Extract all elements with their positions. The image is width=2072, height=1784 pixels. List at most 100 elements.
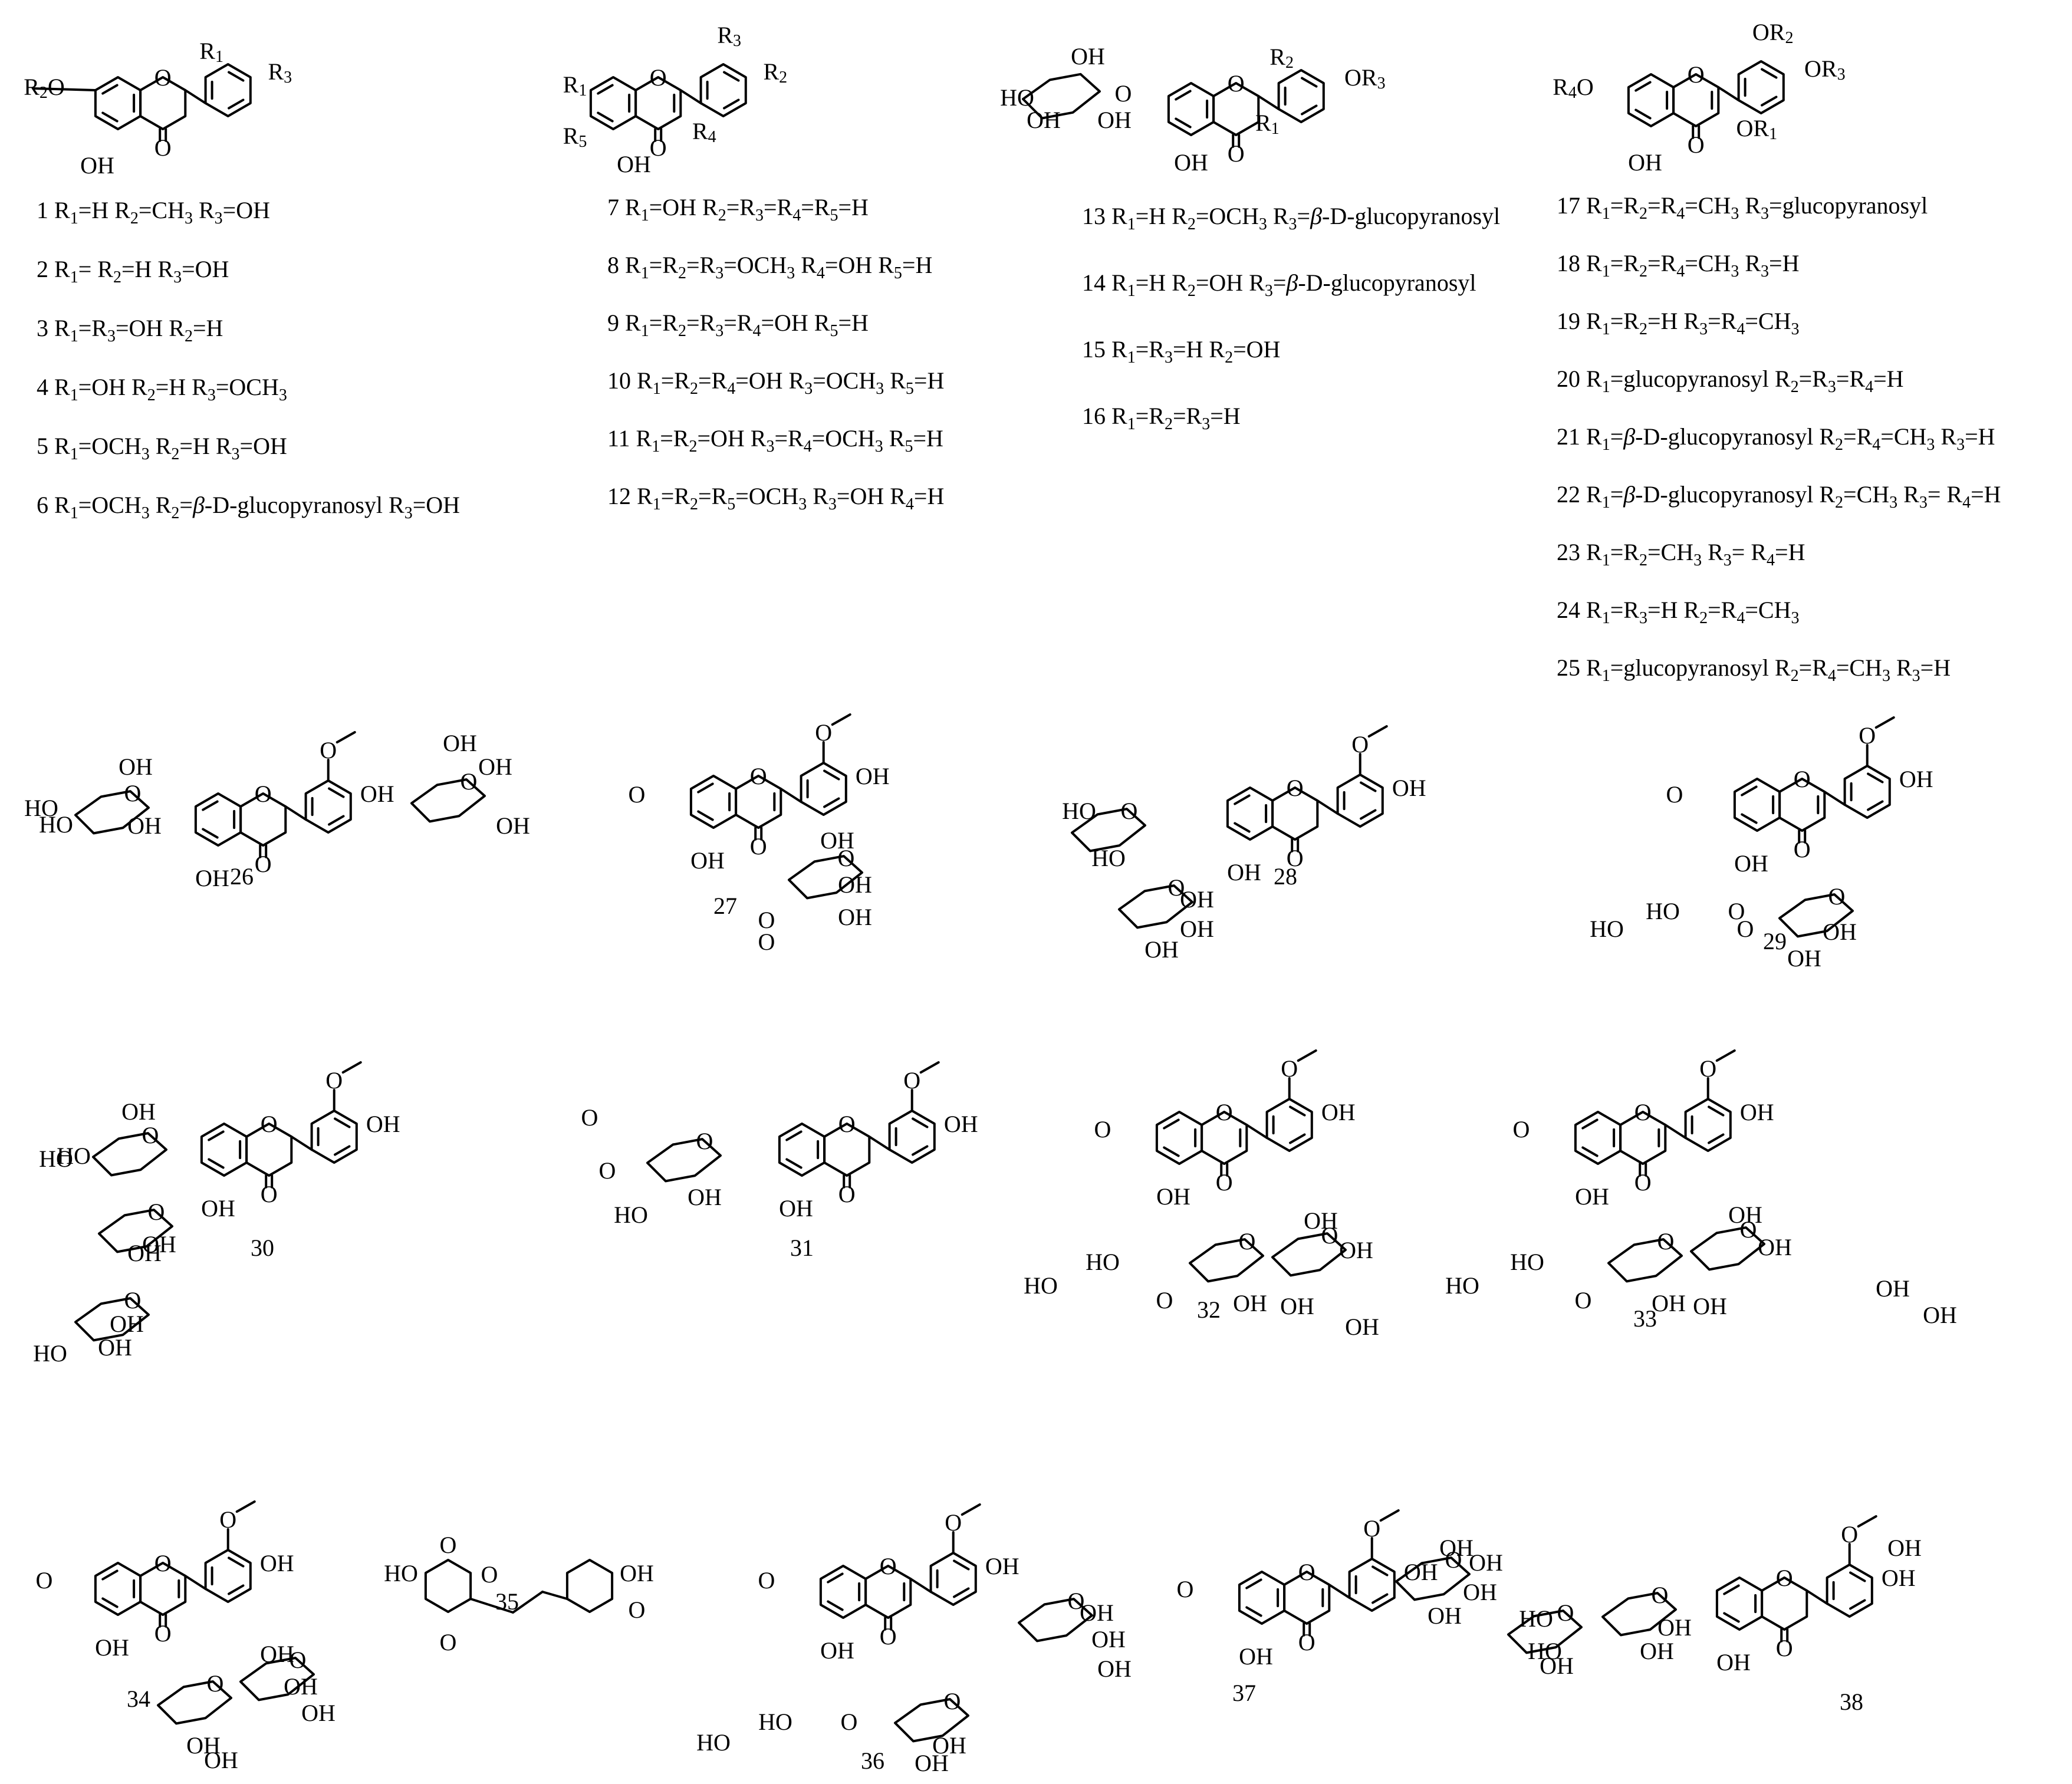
compound-number: 13 — [1082, 203, 1106, 229]
hydroxyl-label: OH — [121, 1098, 156, 1125]
hydroxyl-5: OH — [1227, 859, 1261, 886]
ring-oxygen: O — [142, 1122, 159, 1148]
methoxy-oxygen: O — [758, 1567, 775, 1594]
ring-b-link — [184, 1575, 207, 1591]
ring-oxygen: O — [255, 781, 272, 807]
substituent-entry: 14 R1​=H R2​=OH R3​=β-D-glucopyranosyl — [1082, 269, 1476, 300]
double-bond — [334, 1145, 351, 1156]
double-bond — [1581, 1118, 1599, 1130]
ring-b-link — [290, 1135, 313, 1151]
methoxy-oxygen: O — [1177, 1576, 1194, 1602]
hydroxyl-4prime: OH — [366, 1111, 400, 1137]
compound-number: 35 — [495, 1588, 519, 1615]
compound-number: 3 — [37, 315, 48, 341]
hydroxyl-label: OH — [98, 1334, 132, 1361]
double-bond — [1372, 1593, 1389, 1604]
double-bond — [912, 1117, 929, 1128]
double-bond — [228, 98, 245, 110]
r3-label: R3​ — [717, 22, 741, 50]
hydroxyl-4prime: OH — [260, 1550, 294, 1576]
sugar-ring — [1189, 1238, 1264, 1283]
hydroxyl-label: OH — [915, 1750, 949, 1776]
ring-oxygen: O — [880, 1553, 897, 1579]
propyl-bond — [469, 1598, 514, 1614]
sugar-ring — [74, 790, 150, 835]
double-bond — [334, 1117, 351, 1128]
hydroxyl-label: OH — [1728, 1202, 1762, 1228]
double-bond — [697, 782, 714, 794]
ring-oxygen: O — [1321, 1222, 1338, 1249]
hydroxyl-label: OH — [1097, 1655, 1132, 1682]
sugar-ring — [74, 1297, 150, 1342]
ring-oxygen: O — [1557, 1599, 1574, 1626]
substituent-entry: 12 R1​=R2​=R5​=OCH3​ R3​=OH R4​=H — [607, 483, 944, 514]
substituent-entry: 15 R1​=R3​=H R2​=OH — [1082, 336, 1280, 367]
compound-number: 22 — [1557, 481, 1580, 508]
substituent-entry: 22 R1​=β-D-glucopyranosyl R2​=CH3​ R3​= … — [1557, 481, 2001, 512]
double-bond — [1708, 1133, 1725, 1144]
or3-label: OR3​ — [1344, 64, 1386, 93]
substituent-entry: 8 R1​=R2​=R3​=OCH3​ R4​=OH R5​=H — [607, 252, 932, 282]
or1-label: OR1​ — [1736, 115, 1778, 143]
carbonyl-oxygen: O — [750, 832, 767, 859]
double-bond — [827, 1572, 844, 1584]
carbonyl-oxygen: O — [650, 134, 667, 160]
compound-number: 15 — [1082, 336, 1106, 363]
carbonyl-oxygen: O — [154, 1620, 172, 1646]
hydroxyl-label: OH — [1180, 916, 1214, 942]
compound-number: 17 — [1557, 192, 1580, 219]
carbonyl-oxygen: O — [1216, 1169, 1233, 1195]
hydroxyl-label: OH — [838, 871, 872, 898]
substituent-entry: 11 R1​=R2​=OH R3​=R4​=OCH3​ R5​=H — [607, 425, 943, 456]
compound-number: 6 — [37, 492, 48, 518]
hydroxyl-label: HO — [24, 795, 58, 821]
ring-oxygen: O — [1652, 1582, 1669, 1608]
carbonyl-oxygen: O — [154, 134, 172, 160]
double-bond — [1741, 785, 1758, 796]
sugar-ring — [1118, 884, 1193, 929]
sugar-ring — [1022, 73, 1101, 120]
scaffold-c-substituent-table: 13 R1​=H R2​=OCH3​ R3​=β-D-glucopyranosy… — [1082, 203, 1500, 433]
hydroxyl-label: OH — [1693, 1293, 1727, 1319]
carbonyl-oxygen: O — [838, 1180, 856, 1207]
double-bond — [1849, 1571, 1866, 1582]
ring-b — [565, 1559, 614, 1613]
hydroxyl-label: OH — [186, 1732, 221, 1759]
sugar-ring — [92, 1132, 167, 1177]
ring-a — [424, 1559, 472, 1613]
or3-label: OR3​ — [1804, 55, 1846, 84]
sugar-ring — [1018, 1598, 1093, 1643]
sugar-ring — [1271, 1232, 1347, 1277]
hydroxyl-label: OH — [1174, 149, 1208, 176]
sugar-ring — [1607, 1238, 1683, 1283]
glycosidic-oxygen: O — [1115, 80, 1132, 107]
sugar-ring — [1507, 1609, 1583, 1654]
methoxy-oxygen: O — [629, 1597, 646, 1623]
hydroxyl-4prime: OH — [944, 1111, 978, 1137]
compound-number: 32 — [1197, 1296, 1221, 1323]
substituent-entry: 10 R1​=R2​=R4​=OH R3​=OCH3​ R5​=H — [607, 367, 944, 398]
compound-number: 8 — [607, 252, 619, 278]
hydroxyl-label: OH — [127, 1240, 162, 1266]
compound-number: 34 — [127, 1686, 150, 1712]
sugar-ring — [98, 1209, 173, 1253]
ring-b-link — [1316, 799, 1339, 815]
hydroxyl-label: OH — [496, 812, 530, 839]
ring-oxygen: O — [696, 1128, 713, 1154]
double-bond — [1245, 1578, 1262, 1589]
compound-number: 10 — [607, 367, 631, 394]
hydroxyl-label: HO — [614, 1202, 648, 1228]
ring-b-link — [1823, 791, 1846, 807]
sugar-ring — [1018, 1598, 1093, 1643]
propyl-bond — [512, 1591, 544, 1614]
ring-b-link — [780, 788, 803, 804]
hydroxyl-label: OH — [1144, 936, 1179, 963]
sugar-ring — [1071, 808, 1146, 852]
